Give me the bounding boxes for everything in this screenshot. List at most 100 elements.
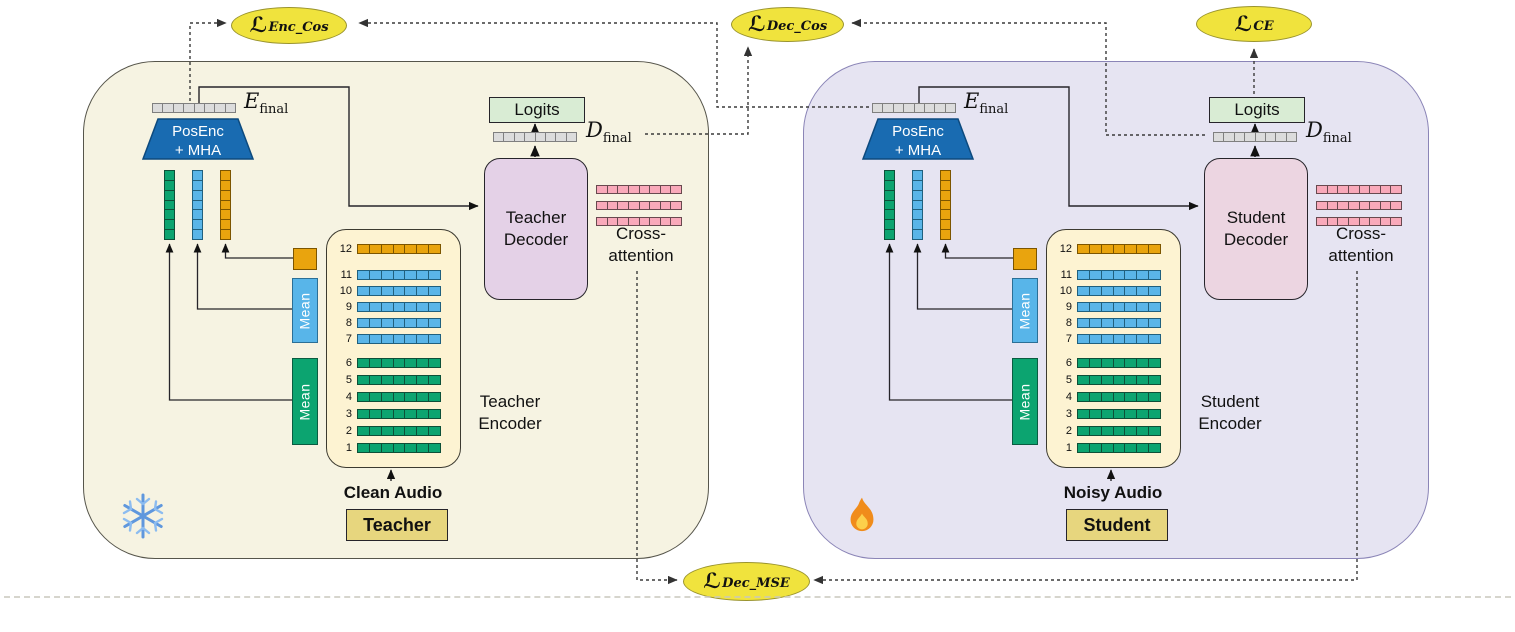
layer-number: 12 (1059, 243, 1072, 255)
encoder-layer-row: 10 (326, 285, 443, 297)
layer-cells (1077, 318, 1162, 328)
encoder-layer-row: 6 (1046, 357, 1163, 369)
loss-subscript: Dec_Cos (766, 19, 828, 34)
layer-cells (1077, 286, 1162, 296)
layer-cells (357, 244, 442, 254)
loss-symbol: ℒ (703, 569, 722, 593)
layer-number: 4 (1065, 391, 1072, 403)
student-logits-box: Logits (1209, 97, 1305, 123)
layer-cells (357, 286, 442, 296)
layer-number: 2 (345, 425, 352, 437)
encoder-layer-row: 3 (326, 409, 443, 420)
teacher-dfinal-label: Dfinal (586, 118, 632, 147)
layer-number: 8 (345, 317, 352, 329)
student-layer12-token (1013, 248, 1037, 270)
loss-symbol: ℒ (1234, 11, 1253, 36)
teacher-role-box: Teacher (346, 509, 448, 541)
student-mean-green: Mean (1012, 358, 1038, 445)
student-audio-label: Noisy Audio (1063, 483, 1163, 502)
bottom-divider-line (4, 596, 1511, 598)
encoder-layer-row: 2 (326, 425, 443, 437)
layer-number: 1 (1065, 442, 1072, 454)
layer-cells (1077, 302, 1162, 312)
layer-cells (357, 375, 442, 385)
encoder-layer-row: 11 (1046, 269, 1163, 281)
layer-number: 11 (1060, 269, 1072, 281)
loss-subscript: Enc_Cos (268, 20, 329, 35)
layer-number: 4 (345, 391, 352, 403)
layer-cells (1077, 358, 1162, 368)
encoder-layer-row: 5 (326, 375, 443, 386)
posenc-mha-label: PosEnc+ MHA (892, 123, 944, 159)
teacher-cross-attention-cells (596, 217, 682, 226)
teacher-efinal-cells (152, 103, 236, 113)
teacher-cross-attention-cells (596, 201, 682, 210)
encoder-layer-row: 12 (326, 243, 443, 255)
student-blue-column (912, 170, 923, 241)
posenc-mha-label: PosEnc+ MHA (172, 123, 224, 159)
layer-number: 10 (339, 285, 352, 297)
layer-number: 2 (1065, 425, 1072, 437)
layer-cells (1077, 375, 1162, 385)
layer-cells (357, 270, 442, 280)
student-efinal-label: Efinal (964, 89, 1009, 118)
layer-number: 8 (1065, 317, 1072, 329)
encoder-layer-row: 9 (326, 301, 443, 313)
student-orange-column (940, 170, 951, 241)
student-cross-attention-label: Cross-attention (1328, 224, 1394, 265)
student-cross-attention-cells (1316, 217, 1402, 226)
layer-cells (1077, 409, 1162, 419)
layer-cells (357, 392, 442, 402)
layer-number: 7 (345, 333, 352, 345)
teacher-orange-column (220, 170, 231, 241)
layer-cells (1077, 244, 1162, 254)
layer-number: 6 (345, 357, 352, 369)
layer-cells (357, 318, 442, 328)
encoder-layer-row: 4 (326, 391, 443, 403)
layer-cells (1077, 443, 1162, 453)
layer-number: 12 (339, 243, 352, 255)
encoder-layer-row: 7 (326, 333, 443, 345)
loss-symbol: ℒ (747, 12, 766, 36)
teacher-mean-blue: Mean (292, 278, 318, 343)
teacher-green-column (164, 170, 175, 241)
teacher-blue-column (192, 170, 203, 241)
layer-cells (357, 358, 442, 368)
encoder-layer-row: 5 (1046, 374, 1163, 386)
encoder-layer-row: 12 (1046, 243, 1163, 255)
wire-mean-green-to-column (165, 243, 292, 401)
teacher-logits-box: Logits (489, 97, 585, 123)
layer-number: 7 (1065, 333, 1072, 345)
layer-cells (1077, 270, 1162, 280)
encoder-layer-row: 1 (326, 443, 443, 454)
encoder-layer-row: 4 (1046, 391, 1163, 403)
wire-orange-to-column (221, 243, 293, 259)
encoder-layer-row: 11 (326, 270, 443, 281)
layer-number: 10 (1059, 285, 1072, 297)
layer-number: 5 (1065, 374, 1072, 386)
layer-number: 9 (1065, 301, 1072, 313)
student-green-column (884, 170, 895, 241)
encoder-layer-row: 8 (326, 317, 443, 329)
layer-number: 6 (1065, 357, 1072, 369)
teacher-audio-label: Clean Audio (343, 483, 443, 502)
wire-mean-blue-to-column (193, 243, 292, 310)
encoder-layer-row: 6 (326, 357, 443, 369)
layer-cells (357, 302, 442, 312)
teacher-cross-attention-label: Cross-attention (608, 224, 674, 265)
encoder-layer-row: 3 (1046, 409, 1163, 420)
encoder-layer-row: 8 (1046, 317, 1163, 329)
encoder-layer-row: 2 (1046, 425, 1163, 437)
layer-cells (1077, 334, 1162, 344)
layer-number: 9 (345, 301, 352, 313)
student-mean-blue: Mean (1012, 278, 1038, 343)
student-role-box: Student (1066, 509, 1168, 541)
layer-cells (357, 443, 442, 453)
teacher-cross-attention-cells (596, 185, 682, 194)
encoder-layer-row: 10 (1046, 285, 1163, 297)
student-efinal-cells (872, 103, 956, 113)
